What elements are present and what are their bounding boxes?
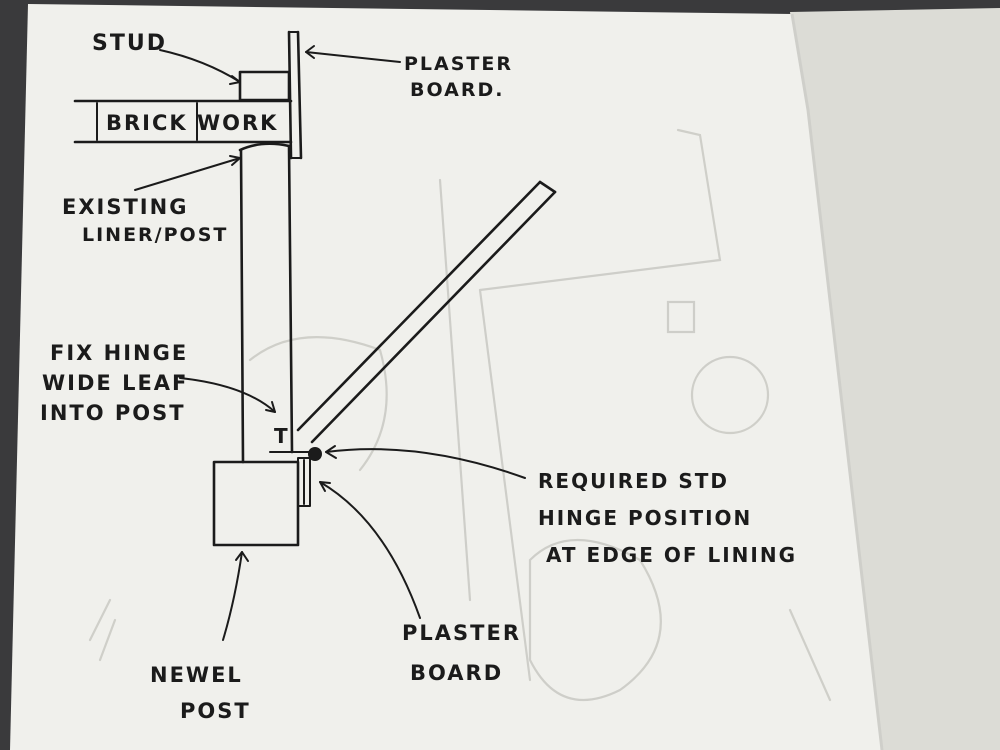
arrow-existing-lining bbox=[134, 157, 241, 191]
arrow-plaster-board-bottom bbox=[319, 481, 421, 619]
show-through-marks bbox=[88, 128, 832, 702]
hinge-dot bbox=[308, 447, 322, 461]
brick-work-rect bbox=[73, 99, 293, 144]
label-fix-hinge-1: FIX HINGE bbox=[50, 341, 188, 365]
arrow-plaster-board-top bbox=[305, 51, 401, 63]
page-edge bbox=[790, 13, 884, 750]
next-page bbox=[790, 8, 1000, 750]
label-plaster-board-bottom-1: PLASTER bbox=[402, 621, 521, 645]
door-leaf bbox=[296, 180, 557, 444]
label-fix-hinge-2: WIDE LEAF bbox=[42, 371, 188, 395]
label-required-1: REQUIRED STD bbox=[538, 469, 729, 493]
label-newel-2: POST bbox=[180, 699, 251, 723]
label-plaster-board-top-1: PLASTER bbox=[404, 53, 513, 75]
label-newel-1: NEWEL bbox=[150, 663, 243, 687]
label-existing-1: EXISTING bbox=[62, 195, 188, 219]
arrow-required-hinge bbox=[325, 448, 526, 479]
paper-sheet bbox=[10, 4, 882, 750]
label-plaster-board-top-2: BOARD. bbox=[410, 79, 504, 101]
arrow-fix-hinge bbox=[179, 377, 276, 413]
label-brick-work: BRICK WORK bbox=[106, 111, 278, 135]
label-required-2: HINGE POSITION bbox=[538, 506, 752, 530]
label-stud: STUD bbox=[92, 31, 167, 56]
leader-arrows bbox=[134, 45, 526, 641]
arrow-newel-post bbox=[222, 551, 243, 641]
label-existing-2: LINER/POST bbox=[82, 224, 228, 246]
label-hinge-marker: T bbox=[274, 424, 290, 448]
label-fix-hinge-3: INTO POST bbox=[40, 401, 186, 425]
label-plaster-board-bottom-2: BOARD bbox=[410, 661, 503, 685]
existing-lining-post bbox=[238, 142, 294, 464]
label-required-3: AT EDGE OF LINING bbox=[546, 543, 797, 567]
